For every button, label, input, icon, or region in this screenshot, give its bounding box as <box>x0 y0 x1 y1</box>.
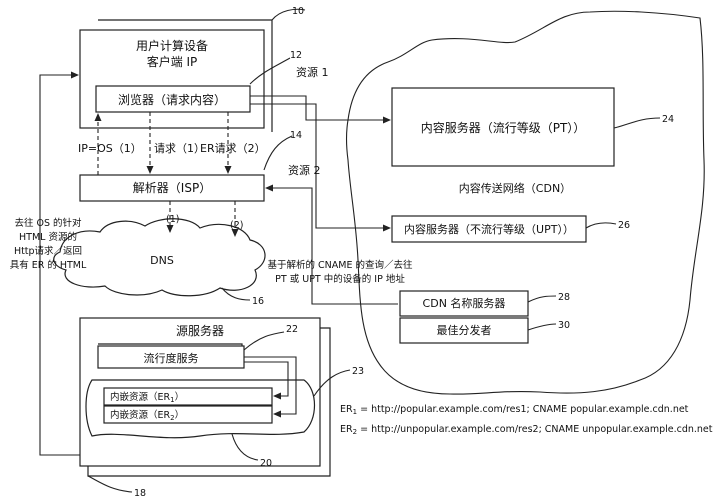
ref-23: 23 <box>352 366 364 377</box>
best-distributor-box <box>399 317 529 344</box>
cdn-cloud <box>345 10 705 395</box>
pt-server-label: 内容服务器（流行等级（PT）） <box>421 120 586 135</box>
ref-22-leader <box>243 331 285 351</box>
left-note-line4: 具有 ER 的 HTML <box>10 259 87 271</box>
ref-16-leader <box>221 287 251 301</box>
http-request-loop <box>39 71 80 456</box>
er-request2-label: ER请求（2） <box>200 142 266 155</box>
dns-path1-label: (1) <box>166 214 179 225</box>
ref-22: 22 <box>286 324 298 335</box>
browser-box[interactable] <box>95 85 251 113</box>
ref-28-leader <box>527 295 557 303</box>
left-note-line2: HTML 资源的 <box>19 231 77 243</box>
er1-box <box>103 387 273 406</box>
cname-query-arrow <box>265 184 398 305</box>
ref-30: 30 <box>558 320 570 331</box>
ref-26-leader <box>585 222 617 229</box>
ref-14-leader <box>263 135 293 171</box>
ref-18-leader <box>87 475 133 493</box>
ref-24: 24 <box>662 114 674 125</box>
resolver-label: 解析器（ISP） <box>133 181 211 195</box>
er2-box <box>103 405 273 424</box>
pt-content-server-box <box>391 87 615 167</box>
origin-box-shadow <box>87 327 331 477</box>
ref-24-leader <box>613 117 661 129</box>
dns-path2-label: (2) <box>230 220 243 231</box>
cdn-name-server-label: CDN 名称服务器 <box>423 296 506 310</box>
upt-server-label: 内容服务器（不流行等级（UPT）） <box>404 222 574 236</box>
browser-label: 浏览器（请求内容） <box>118 92 226 107</box>
ref-18: 18 <box>134 488 146 499</box>
cdn-name-server-box <box>399 290 529 317</box>
ref-10: 10 <box>292 6 304 17</box>
origin-title: 源服务器 <box>176 323 224 338</box>
cdn-network-label: 内容传送网络（CDN） <box>459 181 571 195</box>
popularity-to-er2 <box>244 356 297 418</box>
ref-30-leader <box>527 323 557 331</box>
cname-note-line1: 基于解析的 CNAME 的查询／去往 <box>268 259 413 271</box>
legend-er1: ER1 = http://popular.example.com/res1; C… <box>340 404 689 416</box>
ref-12-leader <box>249 57 291 85</box>
client-title: 用户计算设备 <box>136 38 208 53</box>
ref-14: 14 <box>290 130 302 141</box>
er1-label: 内嵌资源（ER1） <box>110 391 184 404</box>
ref-26: 26 <box>618 220 630 231</box>
resource2-label: 资源 2 <box>288 163 321 177</box>
ref-20: 20 <box>260 458 272 469</box>
resource1-label: 资源 1 <box>296 65 329 79</box>
resource2-arrow <box>250 103 391 232</box>
resolver-box <box>79 174 265 202</box>
ref-16: 16 <box>252 296 264 307</box>
ref-23-leader <box>313 369 351 397</box>
ip-os-label: IP=OS（1） <box>78 142 142 155</box>
cname-note-line2: PT 或 UPT 中的设备的 IP 地址 <box>275 273 405 285</box>
client-ip-label: 客户端 IP <box>147 54 198 69</box>
popularity-service-label: 流行度服务 <box>144 351 199 365</box>
dns-cloud <box>53 218 266 297</box>
ref-10-leader <box>271 8 306 21</box>
ref-28: 28 <box>558 292 570 303</box>
ref-12: 12 <box>290 50 302 61</box>
popularity-to-er1 <box>244 361 289 400</box>
legend-er2: ER2 = http://unpopular.example.com/res2;… <box>340 424 713 436</box>
upt-content-server-box <box>391 215 587 243</box>
left-note-line3: Http请求／返回 <box>14 245 82 257</box>
best-distributor-label: 最佳分发者 <box>437 323 492 337</box>
resource1-arrow <box>250 95 391 124</box>
left-note-line1: 去往 OS 的针对 <box>14 217 82 229</box>
request1-label: 请求（1） <box>154 142 205 155</box>
dns-label: DNS <box>150 254 174 267</box>
er2-label: 内嵌资源（ER2） <box>110 409 184 422</box>
ref-20-leader <box>231 433 259 461</box>
